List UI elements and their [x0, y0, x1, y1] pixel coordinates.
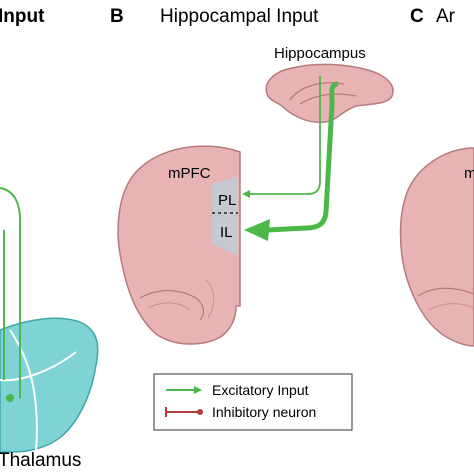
legend: Excitatory Input Inhibitory neuron [153, 373, 353, 431]
panel-b: B Hippocampal Input Hippocampus mPFC PL … [110, 6, 394, 345]
panel-b-letter: B [110, 6, 124, 27]
hippocampus-to-il-pathway [267, 81, 339, 233]
pl-label: PL [218, 192, 236, 209]
panel-a: Input Thalamus [0, 6, 99, 471]
hippocampus-label: Hippocampus [274, 45, 366, 62]
panel-c-brain-section [399, 147, 474, 347]
mpfc-brain-section [117, 145, 241, 345]
il-arrowhead [244, 219, 270, 241]
legend-excitatory-label: Excitatory Input [212, 382, 309, 398]
panel-c-title: Ar [436, 6, 456, 27]
pl-il-region [212, 176, 238, 256]
panel-c: C Ar m [399, 6, 474, 347]
thalamus-division-line [0, 351, 77, 382]
thalamus-shape [0, 317, 99, 453]
thalamus-division-line [9, 329, 38, 453]
panel-b-title: Hippocampal Input [160, 6, 319, 27]
il-label: IL [220, 224, 233, 241]
mpfc-label: mPFC [168, 165, 211, 182]
thalamic-neuron-soma [6, 394, 14, 402]
thalamic-excitatory-pathway [0, 187, 21, 398]
legend-box [153, 373, 353, 431]
thalamus-label: Thalamus [0, 450, 81, 471]
hippocampus-to-pl-pathway [242, 76, 321, 198]
panel-c-letter: C [410, 6, 424, 27]
panel-c-mpfc-label: m [464, 165, 474, 182]
panel-a-title: Input [0, 6, 45, 27]
legend-inhibitory-label: Inhibitory neuron [212, 404, 316, 420]
